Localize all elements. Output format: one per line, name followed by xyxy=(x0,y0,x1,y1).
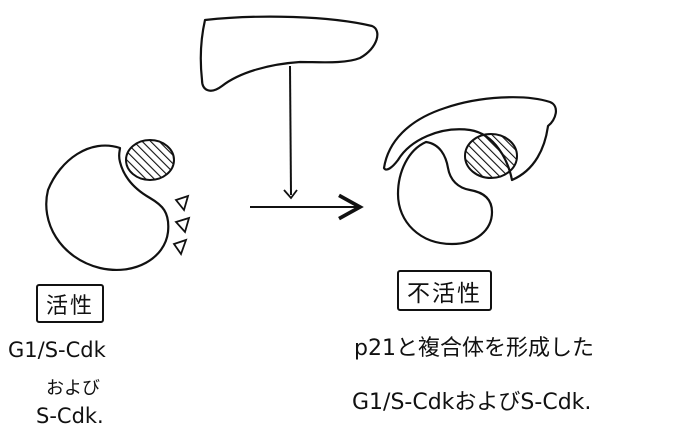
phosphate-triangle-3 xyxy=(172,238,188,256)
inactive-cdk-body xyxy=(396,140,494,246)
active-label: 活性 xyxy=(36,284,105,323)
p21-bound-shape xyxy=(382,96,557,182)
inactive-caption-line-2: G1/S-CdkおよびS-Cdk. xyxy=(352,390,592,415)
inactive-caption-line-1: p21と複合体を形成した xyxy=(354,336,594,361)
p21-vertical-stem xyxy=(289,65,292,196)
active-cdk-body xyxy=(45,144,170,271)
active-cdk-name: G1/S-Cdk xyxy=(8,338,106,362)
active-cyclin-hatched xyxy=(125,139,175,181)
active-and-text: および xyxy=(46,378,100,399)
inactive-cyclin-hatched xyxy=(464,133,518,179)
p21-inhibitor-shape xyxy=(199,15,379,92)
stem-hook xyxy=(283,189,298,200)
phosphate-triangle-2 xyxy=(174,216,191,234)
active-s-cdk-name: S-Cdk. xyxy=(36,404,104,428)
inactive-label: 不活性 xyxy=(397,270,492,311)
phosphate-triangle-1 xyxy=(174,194,190,212)
